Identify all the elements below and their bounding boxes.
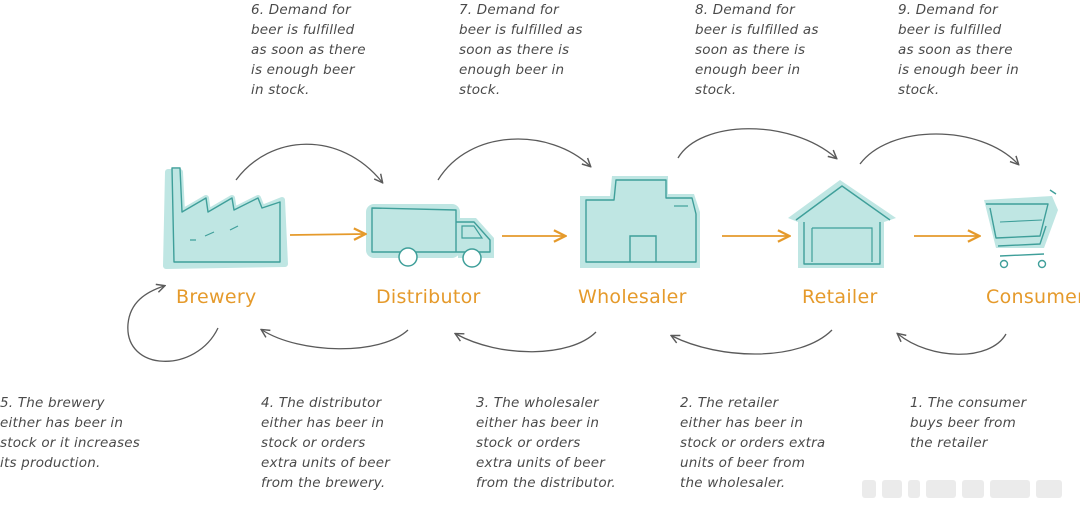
- arc-arrow-3: [456, 331, 597, 353]
- node-label-distributor: Distributor: [376, 286, 481, 308]
- node-label-wholesaler: Wholesaler: [578, 286, 687, 308]
- node-label-retailer: Retailer: [802, 286, 878, 308]
- factory-icon: [163, 167, 288, 269]
- arc-arrow-2: [672, 329, 833, 355]
- arc-arrow-7: [437, 138, 590, 181]
- node-label-brewery: Brewery: [176, 286, 257, 308]
- orange-forward-arrows: [289, 234, 978, 236]
- warehouse-icon: [580, 176, 700, 268]
- shopping-cart-icon: [984, 189, 1058, 269]
- top-curved-arrows: [235, 128, 1018, 182]
- arc-arrow-1: [898, 334, 1007, 355]
- store-icon: [788, 180, 896, 268]
- node-label-consumer: Consumer: [986, 286, 1080, 308]
- watermark: [862, 480, 1062, 498]
- truck-icon: [366, 204, 494, 268]
- arc-arrow-4: [262, 330, 409, 350]
- arc-arrow-8: [677, 128, 836, 158]
- bottom-curved-arrows: [127, 286, 1007, 362]
- arc-arrow-5-loop: [127, 286, 219, 362]
- arc-arrow-9: [859, 133, 1018, 164]
- arrow-brewery-to-distributor: [289, 234, 364, 235]
- arc-arrow-6: [235, 143, 382, 182]
